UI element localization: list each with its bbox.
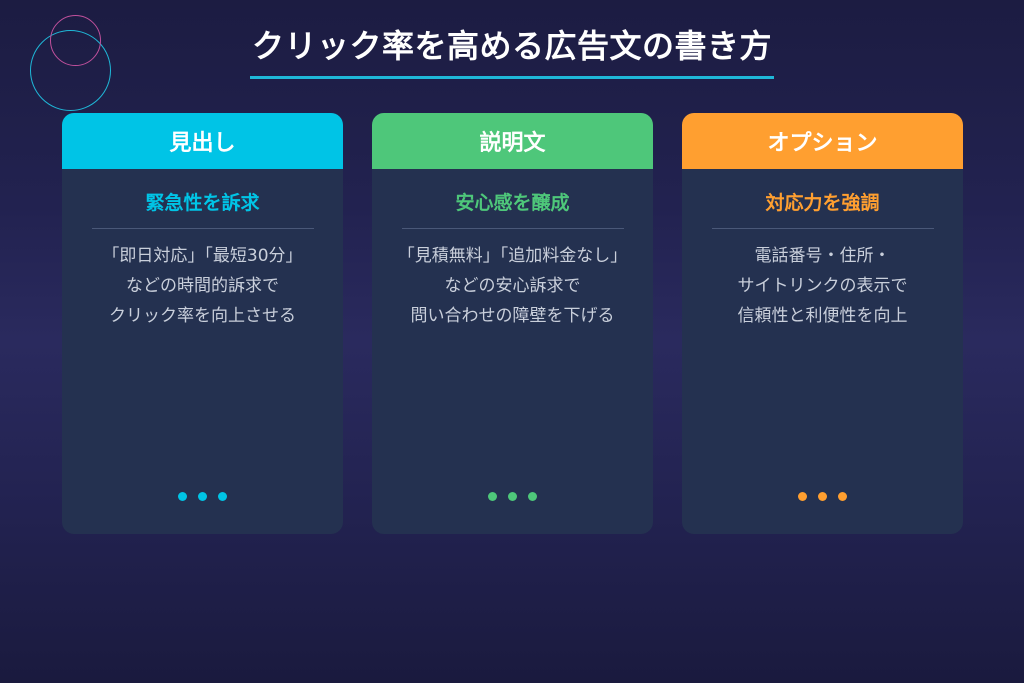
card-description-text: 説明文 安心感を醸成 「見積無料」「追加料金なし」 などの安心訴求で 問い合わせ… (372, 113, 653, 534)
description-line: 問い合わせの障壁を下げる (410, 306, 615, 326)
dot-icon (178, 492, 187, 501)
dot-icon (838, 492, 847, 501)
card-header: オプション (682, 113, 963, 169)
description-line: 信頼性と利便性を向上 (737, 306, 908, 326)
card-description: 電話番号・住所・ サイトリンクの表示で 信頼性と利便性を向上 (682, 241, 963, 331)
card-header: 説明文 (372, 113, 653, 169)
page-title: クリック率を高める広告文の書き方 (249, 24, 774, 79)
card-header: 見出し (62, 113, 343, 169)
dot-icon (218, 492, 227, 501)
dot-icon (798, 492, 807, 501)
card-subtitle: 安心感を醸成 (455, 192, 570, 214)
divider (401, 228, 624, 229)
dots-indicator (372, 492, 653, 501)
dot-icon (198, 492, 207, 501)
dot-icon (528, 492, 537, 501)
dots-indicator (682, 492, 963, 501)
decorative-circle-pink (50, 15, 101, 66)
description-line: クリック率を向上させる (109, 306, 296, 326)
title-container: クリック率を高める広告文の書き方 (0, 24, 1024, 79)
card-headline: 見出し 緊急性を訴求 「即日対応」「最短30分」 などの時間的訴求で クリック率… (62, 113, 343, 534)
description-line: などの時間的訴求で (126, 276, 279, 296)
description-line: 「即日対応」「最短30分」 (102, 246, 303, 266)
dot-icon (488, 492, 497, 501)
description-line: サイトリンクの表示で (737, 276, 908, 296)
dots-indicator (62, 492, 343, 501)
card-subtitle: 緊急性を訴求 (145, 192, 260, 214)
dot-icon (818, 492, 827, 501)
description-line: などの安心訴求で (444, 276, 581, 296)
divider (91, 228, 314, 229)
card-description: 「見積無料」「追加料金なし」 などの安心訴求で 問い合わせの障壁を下げる (372, 241, 653, 331)
card-subtitle: 対応力を強調 (765, 192, 880, 214)
card-row: 見出し 緊急性を訴求 「即日対応」「最短30分」 などの時間的訴求で クリック率… (62, 113, 963, 534)
card-options: オプション 対応力を強調 電話番号・住所・ サイトリンクの表示で 信頼性と利便性… (682, 113, 963, 534)
divider (711, 228, 934, 229)
description-line: 電話番号・住所・ (754, 246, 891, 266)
dot-icon (508, 492, 517, 501)
card-description: 「即日対応」「最短30分」 などの時間的訴求で クリック率を向上させる (62, 241, 343, 331)
description-line: 「見積無料」「追加料金なし」 (397, 246, 628, 266)
